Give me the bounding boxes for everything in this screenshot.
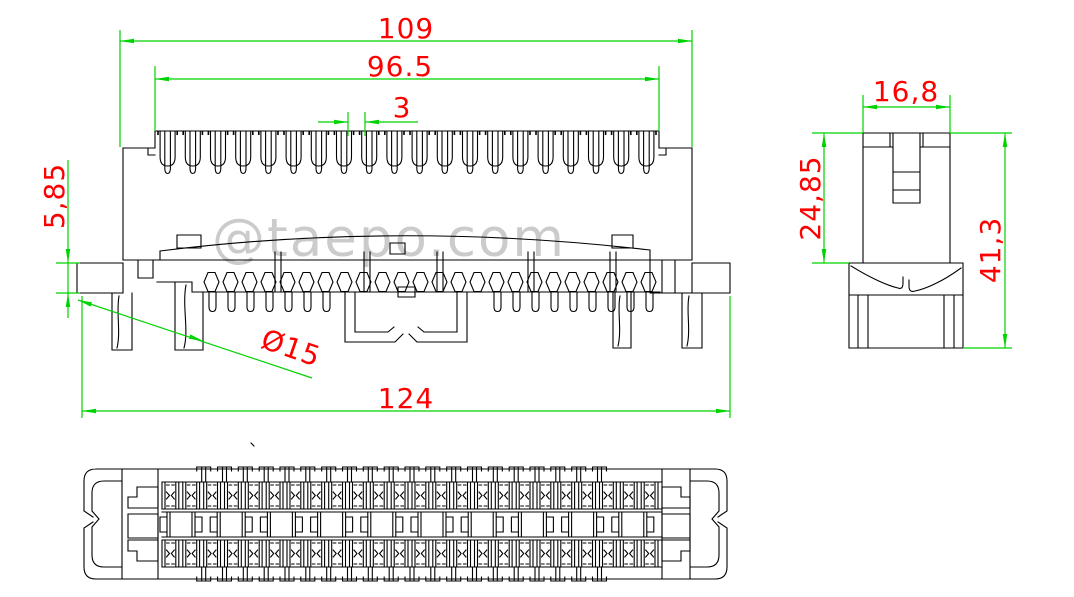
front-guide-posts [274,251,617,293]
front-snap-legs [111,281,703,351]
dim-label-leg-diameter: Ø15 [257,323,325,374]
front-body-outline [122,130,693,261]
front-teeth-tick-marks [157,131,657,135]
bottom-end-tabs [127,442,691,562]
front-base-strip [137,259,693,294]
dimension-arrowheads [65,38,1008,414]
dim-label-teeth-span: 96.5 [367,50,433,83]
side-view [848,132,964,349]
bottom-edge-pins [196,466,608,582]
front-contact-teeth [159,130,655,175]
dim-label-side-overall-height: 41,3 [974,217,1007,283]
bottom-contact-cells [161,481,659,568]
dim-label-shoulder-height: 5,85 [38,163,71,229]
front-view [76,130,731,351]
dim-label-top-width: 109 [378,12,434,45]
front-mounting-brackets [344,286,468,343]
dim-label-side-width: 16,8 [873,75,939,108]
front-right-shoulder [691,262,731,294]
front-retainer-arc [159,234,651,261]
side-base-outline [848,262,964,349]
side-body-outline [862,132,951,264]
front-solder-pins [208,292,654,313]
front-wire-contacts [203,271,657,293]
dim-label-tooth-pitch: 3 [393,91,412,124]
bottom-view [83,442,728,582]
dim-label-overall-width: 124 [378,382,434,415]
front-left-shoulder [76,262,124,294]
dimensions: 109 96.5 3 5,85 Ø15 124 16,8 24,85 41,3 [38,12,1012,418]
bottom-center-cavities [159,511,655,538]
dim-label-side-body-height: 24,85 [794,155,827,240]
side-base-wings [850,265,962,292]
dimension-lines [56,30,1012,418]
